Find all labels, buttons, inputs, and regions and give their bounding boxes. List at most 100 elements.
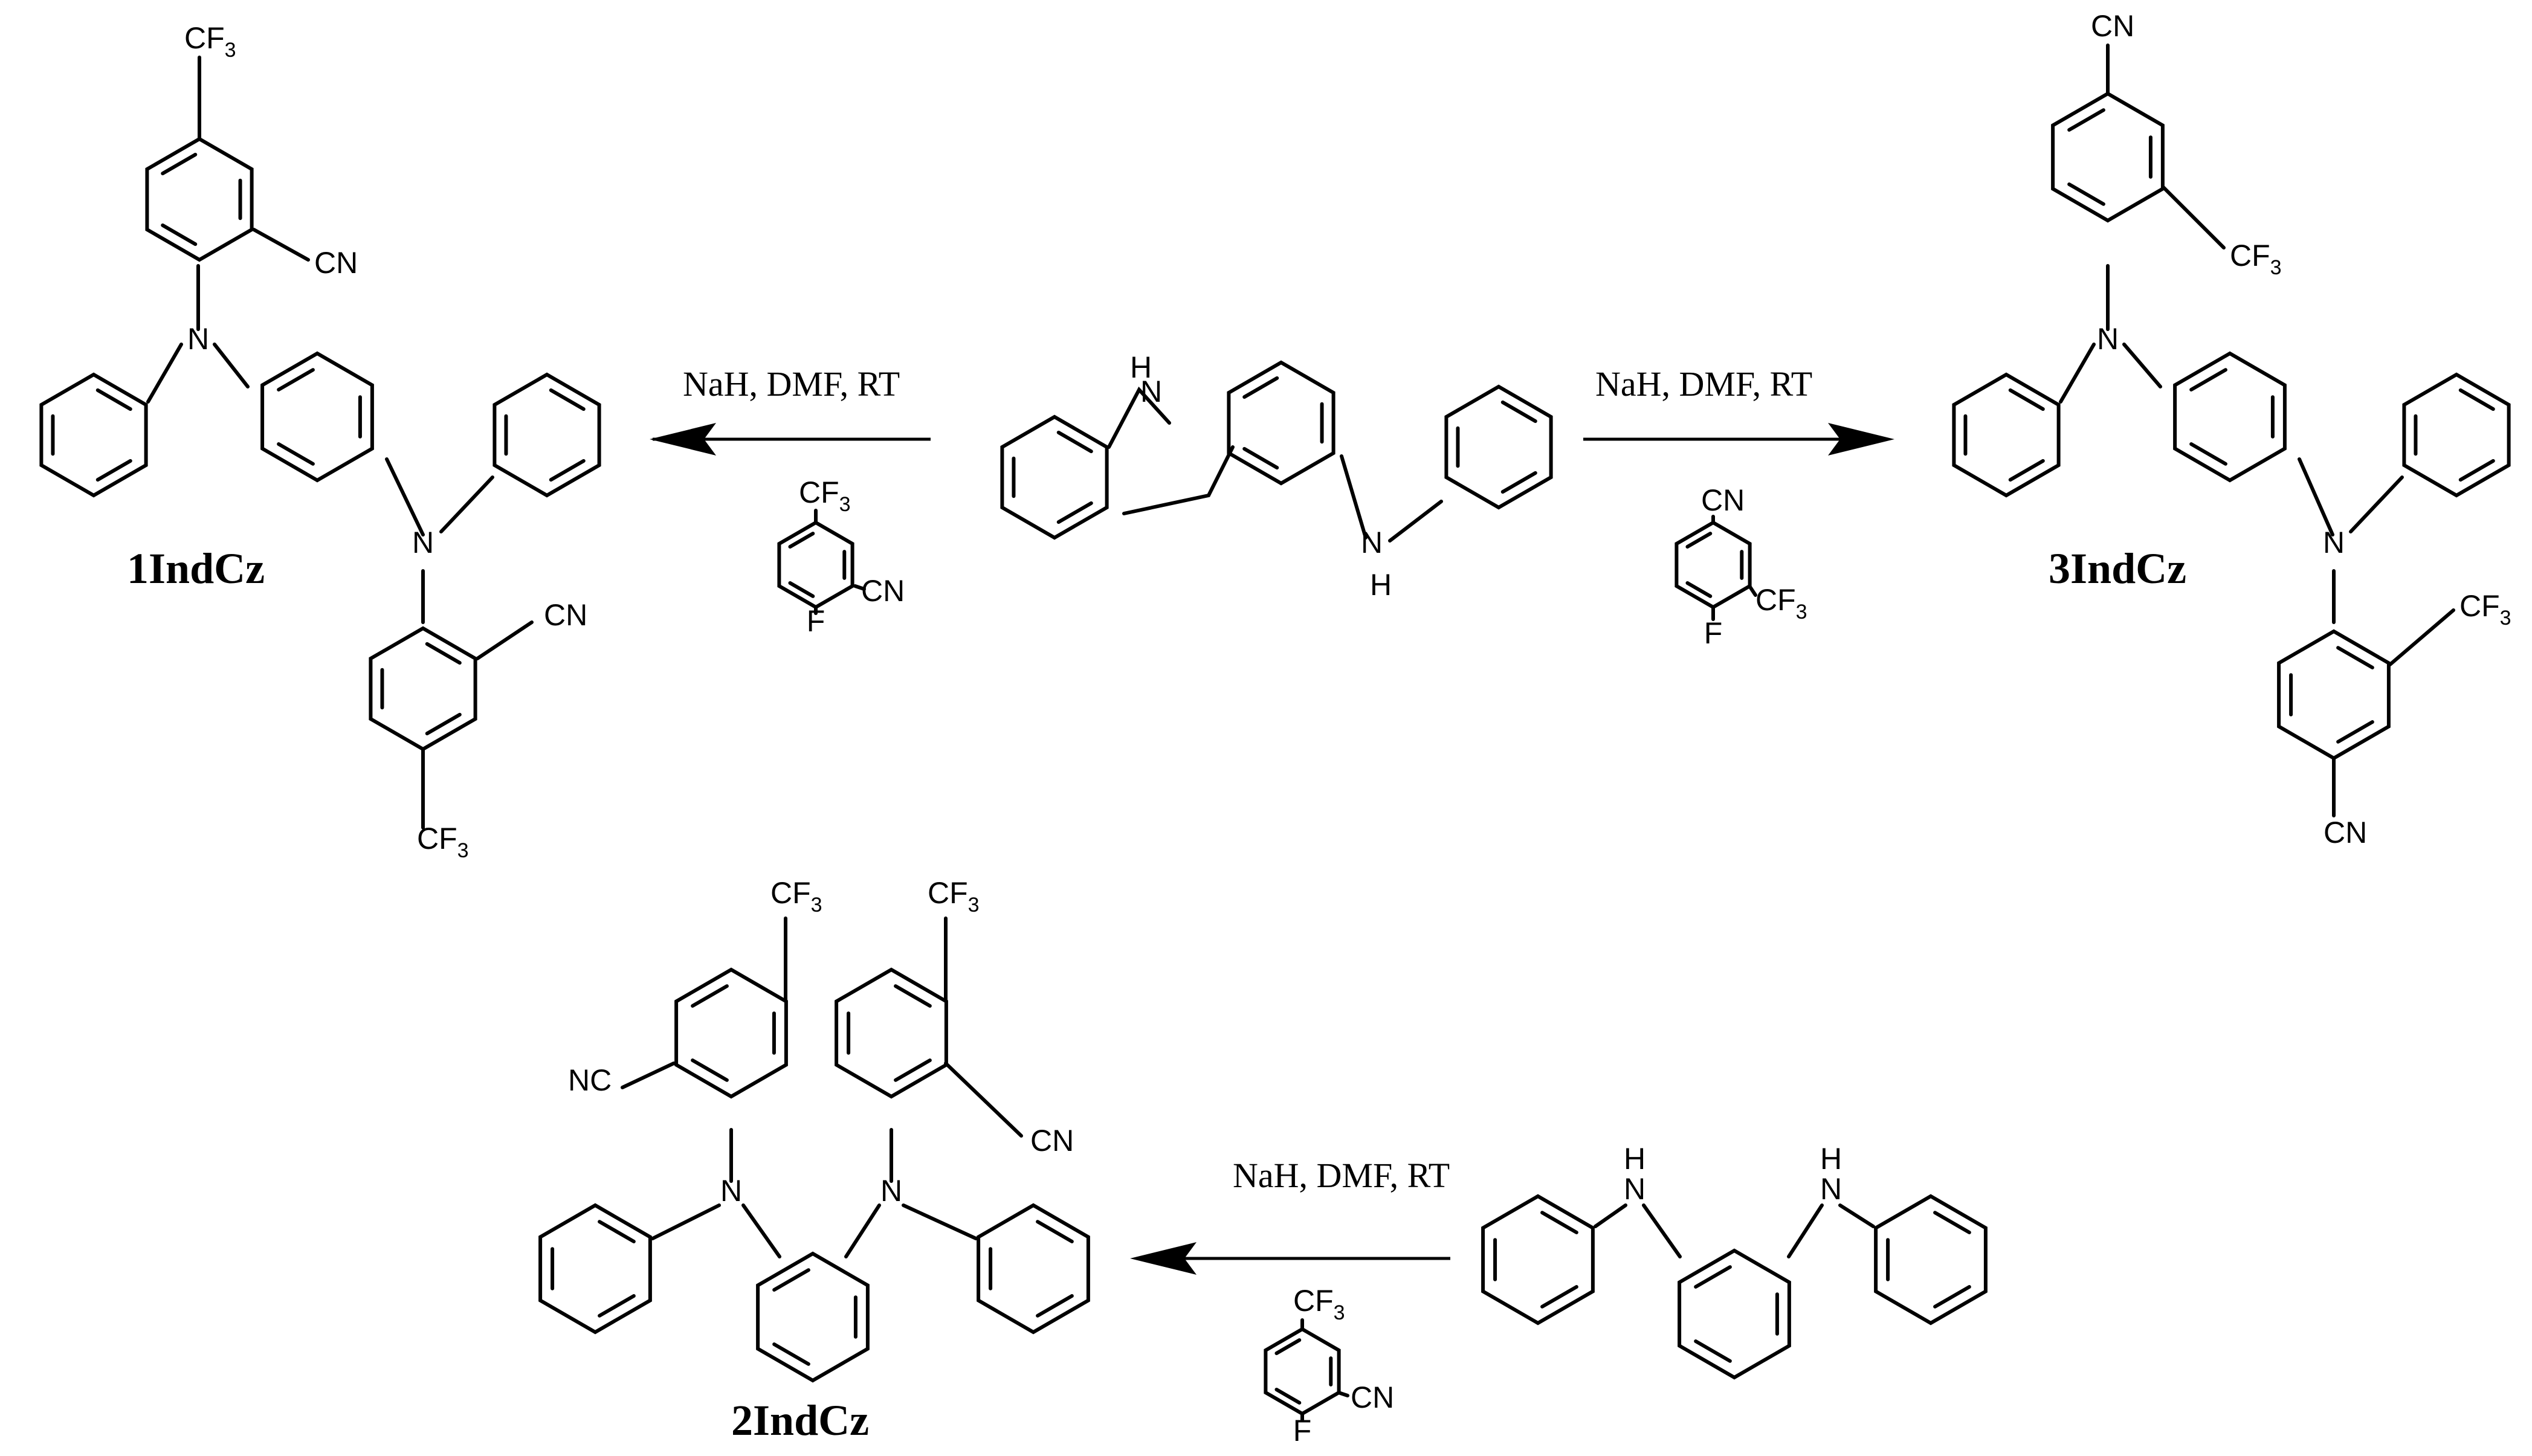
atom-n: N (1140, 375, 1162, 408)
group-cn: CN (314, 246, 358, 280)
atom-h: H (1130, 350, 1152, 384)
bond-path (1444, 384, 1553, 510)
bond (1933, 1211, 1971, 1234)
bond (894, 1058, 932, 1082)
atom-n: N (1820, 1172, 1842, 1206)
bond-path (2349, 475, 2404, 533)
bond-path (2402, 372, 2511, 498)
group-cf3: CF3 (2230, 239, 2282, 279)
atom-h: H (1624, 1142, 1645, 1176)
bond-path (977, 1203, 1090, 1335)
bond (1500, 471, 1537, 494)
bond-path (1227, 360, 1335, 486)
atom-labels: H N N H N N CN CN CF3 CF3 CF3 CN F CN CF… (184, 9, 2511, 1448)
bond-path (1107, 386, 1171, 449)
molecular-bonds (39, 43, 2511, 1422)
bond (1036, 1220, 1074, 1243)
bond (2162, 185, 2226, 250)
atom-n: N (880, 1174, 902, 1208)
bond-path (1388, 500, 1443, 543)
bond-path (1340, 454, 1368, 540)
bond (691, 1058, 729, 1082)
bond (2458, 459, 2495, 482)
bond-path (835, 967, 948, 1099)
bond (95, 459, 132, 482)
atom-n: N (2323, 526, 2345, 559)
bond-path (213, 343, 250, 388)
bond (788, 581, 815, 598)
bond-path (741, 1203, 781, 1258)
bond (425, 642, 462, 665)
atom-n: N (412, 526, 434, 559)
atom-h: H (1370, 568, 1392, 602)
atom-n: N (720, 1174, 742, 1208)
arrow-bottom-head (1130, 1242, 1197, 1275)
group-cf3: CF3 (770, 876, 822, 916)
bond (1748, 584, 1757, 597)
bond-path (1594, 1203, 1627, 1228)
bond-path (2122, 343, 2162, 388)
bond (549, 388, 586, 411)
bond (1694, 1339, 1732, 1363)
bond (2067, 182, 2105, 206)
compound-name-3: 3IndCz (2049, 544, 2186, 593)
bond (2336, 720, 2374, 744)
bond (853, 584, 866, 591)
bond (788, 532, 815, 549)
bond-path (1642, 1203, 1682, 1258)
group-cn: CN (2091, 9, 2134, 43)
group-nc: NC (568, 1063, 612, 1097)
condition-right: NaH, DMF, RT (1595, 364, 1812, 404)
bond-path (1122, 445, 1235, 515)
bond (1933, 1285, 1971, 1309)
atom-f: F (1293, 1414, 1312, 1448)
bond-path (2277, 629, 2391, 761)
bond-path (2059, 343, 2096, 404)
compound-name-2: 2IndCz (731, 1396, 869, 1445)
group-cf3: CF3 (184, 21, 236, 62)
bond (1337, 1391, 1349, 1397)
bond-path (651, 1203, 721, 1240)
bond (549, 459, 586, 482)
bond-path (369, 626, 477, 752)
bond-path (777, 520, 854, 610)
bond (2189, 368, 2227, 391)
bond (161, 223, 198, 246)
bond-path (1000, 414, 1109, 540)
bond (161, 152, 198, 176)
atom-n: N (2097, 322, 2119, 356)
atom-n: N (1624, 1172, 1645, 1206)
atom-n: N (187, 322, 209, 356)
bond (277, 442, 315, 466)
bond-path (39, 372, 148, 498)
bond (476, 620, 534, 660)
bond-path (260, 351, 374, 483)
bond-path (1264, 1327, 1341, 1416)
compound-name-1: 1IndCz (127, 544, 265, 593)
bond (425, 712, 462, 736)
group-cn: CN (1351, 1380, 1394, 1414)
group-cn: CN (1030, 1124, 1074, 1158)
atom-f: F (807, 604, 825, 638)
bond-path (146, 343, 183, 404)
bond (95, 388, 132, 411)
bond (1274, 1338, 1302, 1355)
bond-path (439, 475, 494, 533)
bond-path (844, 1203, 881, 1258)
bond (1056, 501, 1093, 524)
bond (1500, 400, 1537, 424)
group-cn: CN (2324, 816, 2367, 849)
bond (2067, 108, 2105, 132)
bond (252, 228, 310, 262)
bond-path (538, 1203, 652, 1335)
bond-path (1678, 1248, 1791, 1380)
bond (1685, 581, 1713, 598)
bond (691, 984, 729, 1008)
bond-path (1675, 520, 1752, 610)
bond (772, 1342, 810, 1366)
bond-path (2298, 457, 2334, 536)
bond (277, 368, 315, 391)
bond-path (1481, 1194, 1595, 1326)
bond (772, 1268, 810, 1292)
bond-path (1838, 1203, 1875, 1228)
